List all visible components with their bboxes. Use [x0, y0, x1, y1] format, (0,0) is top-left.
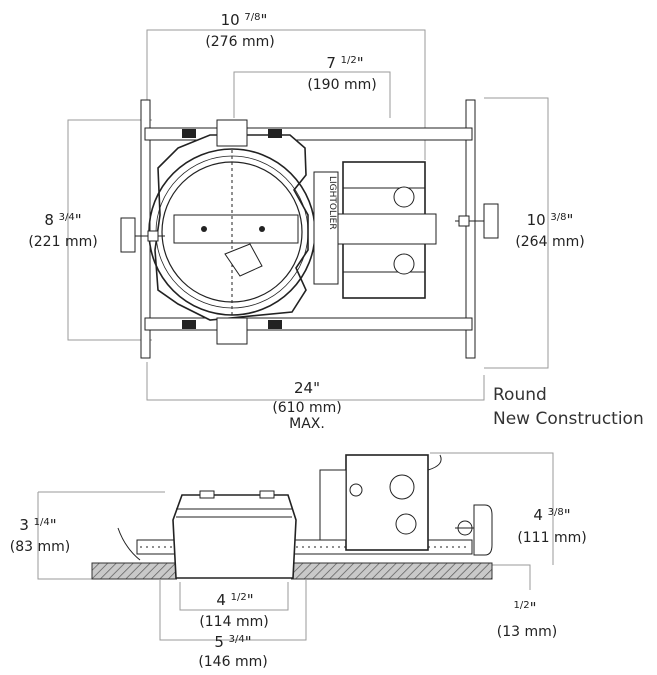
can-height-label: 3 1/4" — [19, 516, 56, 534]
aperture-label: 4 1/2" — [216, 591, 253, 609]
can-housing — [172, 494, 297, 579]
bar-length-note: MAX. — [289, 416, 325, 432]
top-width-label: 10 7/8" — [221, 11, 268, 29]
ceiling-mm: (13 mm) — [497, 624, 557, 640]
left-height-label: 8 3/4" — [44, 211, 81, 229]
side-view — [37, 452, 554, 641]
aperture-mm: (114 mm) — [199, 614, 268, 630]
cross-bar — [173, 214, 299, 244]
total-height-leader — [430, 452, 554, 565]
caption-line-2: New Construction — [493, 409, 644, 429]
socket-bracket — [224, 243, 263, 277]
clip-bottom — [216, 317, 248, 345]
box-width-mm: (190 mm) — [307, 77, 376, 93]
side-knockout-top-icon — [389, 474, 415, 500]
brand-mark: LIGHTOLIER — [327, 176, 337, 230]
right-height-leader — [484, 97, 549, 369]
top-view: LIGHTOLIER — [67, 29, 549, 401]
right-height-label: 10 3/8" — [527, 211, 574, 229]
top-width-leader — [146, 29, 426, 160]
knockout-bottom-icon — [393, 253, 415, 275]
caption-line-1: Round — [493, 385, 547, 405]
can-height-mm: (83 mm) — [10, 539, 70, 555]
ceiling-leader — [492, 564, 531, 590]
wing-screw-right-icon — [455, 203, 499, 239]
junction-box-band — [335, 213, 437, 245]
total-height-label: 4 3/8" — [533, 506, 570, 524]
bar-length-label: 24" — [294, 379, 320, 397]
right-height-mm: (264 mm) — [515, 234, 584, 250]
side-junction-box — [345, 454, 429, 551]
side-knockout-bottom-icon — [395, 513, 417, 535]
box-width-leader — [233, 71, 391, 118]
flange-leader — [159, 580, 307, 641]
hanger-bar-left — [140, 99, 151, 359]
ceiling-label: 1/2" — [514, 599, 537, 617]
hanger-bar-right — [465, 99, 476, 359]
side-driver — [319, 469, 347, 541]
driver-module — [313, 171, 339, 285]
top-width-mm: (276 mm) — [205, 34, 274, 50]
flange-mm: (146 mm) — [198, 654, 267, 670]
aperture-leader — [179, 580, 289, 611]
flange-label: 5 3/4" — [214, 633, 251, 651]
can-height-leader — [37, 491, 165, 580]
knockout-top-icon — [393, 186, 415, 208]
bar-length-mm: (610 mm) — [272, 400, 341, 416]
side-wing-screw-icon — [455, 504, 493, 556]
total-height-mm: (111 mm) — [517, 530, 586, 546]
left-height-leader — [67, 119, 152, 341]
left-height-mm: (221 mm) — [28, 234, 97, 250]
bar-length-leader — [146, 362, 485, 401]
wing-screw-left-icon — [120, 217, 165, 253]
clip-top — [216, 119, 248, 147]
box-width-label: 7 1/2" — [326, 54, 363, 72]
